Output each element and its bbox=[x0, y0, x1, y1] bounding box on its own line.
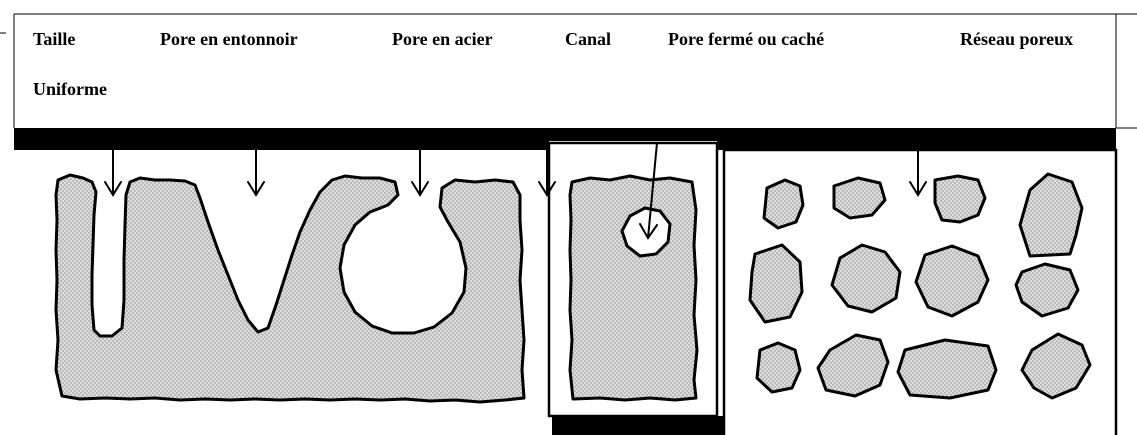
arrow-down-icon bbox=[105, 150, 121, 195]
network-particle bbox=[1016, 264, 1078, 316]
channel-solid-block bbox=[570, 176, 697, 400]
network-particle bbox=[1020, 174, 1082, 256]
network-particle bbox=[834, 178, 885, 218]
network-particle bbox=[916, 246, 988, 316]
porous-solid-left bbox=[56, 175, 524, 402]
arrow-down-icon bbox=[910, 150, 926, 195]
closed-pore bbox=[622, 208, 670, 256]
arrow-down-icon bbox=[248, 150, 264, 195]
network-particle bbox=[818, 335, 888, 396]
porous-network-particles bbox=[750, 174, 1090, 398]
network-particle bbox=[832, 245, 900, 312]
arrow-down-icon bbox=[412, 150, 428, 195]
network-particle bbox=[757, 343, 800, 392]
network-particle bbox=[898, 340, 996, 398]
network-particle bbox=[935, 176, 985, 222]
arrow-down-icon bbox=[539, 150, 555, 195]
network-particle bbox=[1022, 334, 1090, 398]
bottom-black-bar bbox=[552, 416, 724, 435]
network-particle bbox=[750, 245, 802, 322]
network-particle bbox=[764, 180, 803, 228]
